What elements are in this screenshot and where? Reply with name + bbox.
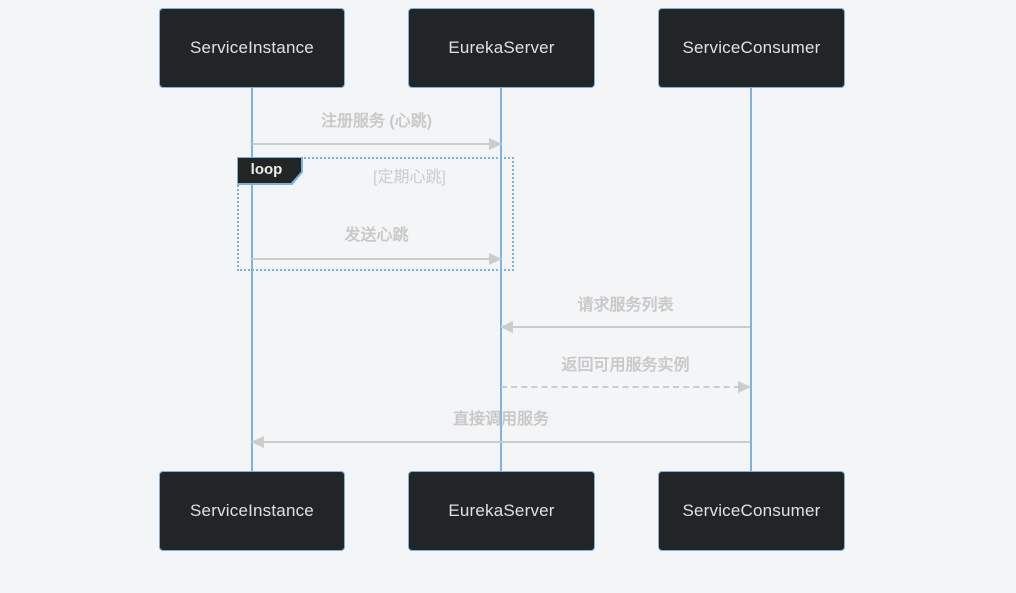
actor-bottom-eurekaserver: EurekaServer	[408, 471, 595, 551]
message-label-request-list: 请求服务列表	[577, 297, 674, 314]
actor-label: ServiceConsumer	[682, 38, 821, 57]
actor-bottom-serviceconsumer: ServiceConsumer	[658, 471, 845, 551]
arrowhead-left-icon	[500, 321, 513, 333]
message-arrow-return-instances	[501, 381, 751, 393]
loop-label-text: loop	[250, 161, 283, 178]
arrowhead-right-icon	[738, 381, 751, 393]
message-arrow-register	[252, 138, 502, 150]
actor-label: ServiceConsumer	[682, 501, 821, 520]
actor-label: EurekaServer	[448, 501, 555, 520]
loop-condition-text: [定期心跳]	[373, 169, 446, 186]
arrowhead-left-icon	[251, 436, 264, 448]
actor-label: EurekaServer	[448, 38, 555, 57]
message-label-direct-call: 直接调用服务	[452, 411, 549, 428]
message-arrow-heartbeat	[252, 253, 502, 265]
message-label-heartbeat: 发送心跳	[344, 227, 409, 244]
arrowhead-right-icon	[489, 253, 502, 265]
actor-top-eurekaserver: EurekaServer	[408, 8, 595, 88]
loop-fragment-box	[237, 157, 514, 271]
message-arrow-request-list	[500, 321, 750, 333]
actor-label: ServiceInstance	[190, 501, 314, 520]
actor-label: ServiceInstance	[190, 38, 314, 57]
lifeline-serviceconsumer	[750, 88, 752, 471]
actor-top-serviceconsumer: ServiceConsumer	[658, 8, 845, 88]
loop-label-badge: loop	[237, 157, 303, 185]
actor-bottom-serviceinstance: ServiceInstance	[159, 471, 345, 551]
loop-label-inner: loop	[238, 158, 301, 183]
message-label-return-instances: 返回可用服务实例	[561, 357, 690, 374]
arrowhead-right-icon	[489, 138, 502, 150]
lifeline-eurekaserver	[500, 88, 502, 471]
lifeline-serviceinstance	[251, 88, 253, 471]
message-label-register: 注册服务 (心跳)	[320, 113, 433, 130]
message-arrow-direct-call	[251, 436, 750, 448]
actor-top-serviceinstance: ServiceInstance	[159, 8, 345, 88]
